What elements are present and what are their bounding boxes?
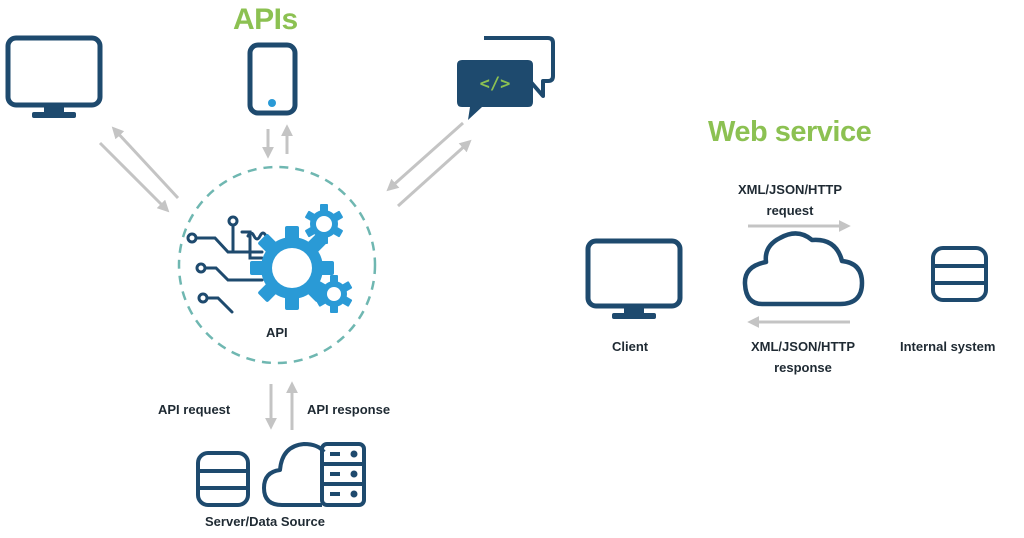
cloud-server-icon <box>262 442 366 507</box>
ws-request-label-line2: request <box>766 203 814 218</box>
api-center-label: API <box>266 325 288 340</box>
api-response-label: API response <box>307 402 391 417</box>
gears-circuit-icon <box>177 165 377 365</box>
cloud-icon <box>742 231 865 307</box>
monitor-icon <box>5 35 103 118</box>
ws-response-label-line1: XML/JSON/HTTP <box>750 339 855 354</box>
apis-title: APIs <box>233 3 298 36</box>
code-chat-icon: </> <box>457 36 555 120</box>
web-service-title: Web service <box>708 116 872 148</box>
gear-small-bottom-icon <box>315 275 353 313</box>
internal-system-label: Internal system <box>900 339 996 354</box>
client-label: Client <box>612 339 649 354</box>
monitor-api-arrows <box>98 126 180 213</box>
gear-large-icon <box>250 226 334 310</box>
client-monitor-icon <box>585 238 683 319</box>
phone-api-arrows <box>262 124 293 159</box>
gear-small-top-icon <box>305 204 343 244</box>
ws-response-label-line2: response <box>774 360 832 375</box>
database-icon <box>196 451 250 507</box>
ws-request-label-line1: XML/JSON/HTTP <box>737 182 842 197</box>
smartphone-icon <box>247 42 298 116</box>
code-glyph: </> <box>480 74 511 94</box>
internal-system-database-icon <box>931 246 988 302</box>
api-request-response-arrows <box>265 381 298 430</box>
api-request-label: API request <box>158 402 231 417</box>
chat-api-arrows <box>386 121 472 208</box>
server-data-source-label: Server/Data Source <box>205 514 325 529</box>
